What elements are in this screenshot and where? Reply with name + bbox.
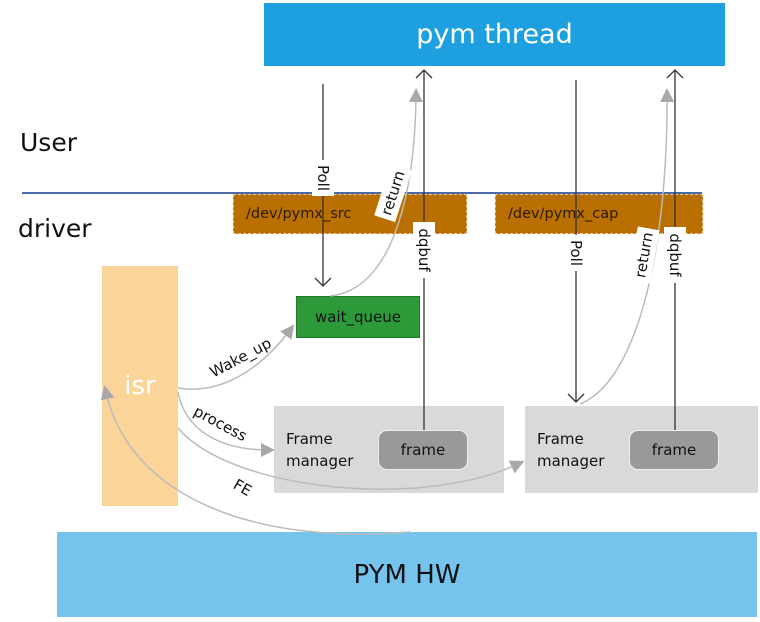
process-label-group: process bbox=[191, 402, 251, 445]
return-cap-label: return bbox=[631, 231, 657, 279]
frame-manager-cap: Frame manager frame bbox=[525, 406, 758, 493]
return-cap-label-group: return bbox=[628, 226, 660, 284]
frame-manager-src: Frame manager frame bbox=[274, 406, 504, 493]
isr-block: isr bbox=[102, 266, 178, 506]
frame-manager-label-line2: manager bbox=[286, 452, 354, 470]
frame-manager-link-arrow bbox=[177, 427, 525, 490]
frame-block: frame bbox=[378, 430, 468, 470]
wake-up-arrow bbox=[177, 324, 295, 390]
poll-cap-label: Poll bbox=[567, 240, 585, 266]
fe-arrow bbox=[100, 385, 411, 535]
pym-thread-block: pym thread bbox=[264, 3, 725, 66]
poll-cap-label-group: Poll bbox=[565, 235, 587, 271]
user-driver-divider bbox=[22, 192, 702, 194]
dqbuf-src-label: dqbuf bbox=[415, 228, 433, 272]
dev-cap-label: /dev/pymx_cap bbox=[508, 206, 619, 222]
wait-queue-block: wait_queue bbox=[296, 296, 420, 338]
frame-manager-label-line1: Frame bbox=[537, 430, 584, 448]
fe-label-group: FE bbox=[230, 475, 255, 500]
frame-manager-label-line1: Frame bbox=[286, 430, 333, 448]
frame-block: frame bbox=[629, 430, 719, 470]
isr-label: isr bbox=[124, 371, 156, 401]
fe-label: FE bbox=[230, 475, 255, 500]
zone-label-user: User bbox=[20, 128, 77, 157]
frame-manager-label: Frame manager bbox=[537, 428, 627, 472]
frame-manager-label: Frame manager bbox=[286, 428, 376, 472]
dqbuf-src-label-group: dqbuf bbox=[413, 222, 435, 278]
pym-thread-label: pym thread bbox=[416, 19, 573, 50]
wait-queue-label: wait_queue bbox=[314, 308, 401, 326]
process-arrow bbox=[177, 391, 275, 457]
poll-cap-arrowhead bbox=[567, 393, 585, 403]
zone-label-driver: driver bbox=[18, 214, 92, 243]
return-src-arrow bbox=[329, 88, 423, 297]
poll-src-label-group: Poll bbox=[312, 160, 334, 196]
dev-src-label: /dev/pymx_src bbox=[246, 206, 352, 222]
pym-hw-block: PYM HW bbox=[57, 532, 757, 617]
poll-src-label: Poll bbox=[314, 165, 332, 191]
frame-manager-label-line2: manager bbox=[537, 452, 605, 470]
dqbuf-src-arrowhead bbox=[415, 69, 433, 79]
process-label: process bbox=[191, 402, 251, 445]
pym-hw-label: PYM HW bbox=[353, 559, 461, 590]
return-cap-arrow bbox=[579, 88, 675, 405]
dqbuf-cap-arrowhead bbox=[666, 69, 684, 79]
dqbuf-cap-label: dqbuf bbox=[666, 233, 684, 277]
dqbuf-cap-label-group: dqbuf bbox=[664, 227, 686, 283]
poll-src-arrowhead bbox=[314, 277, 332, 287]
